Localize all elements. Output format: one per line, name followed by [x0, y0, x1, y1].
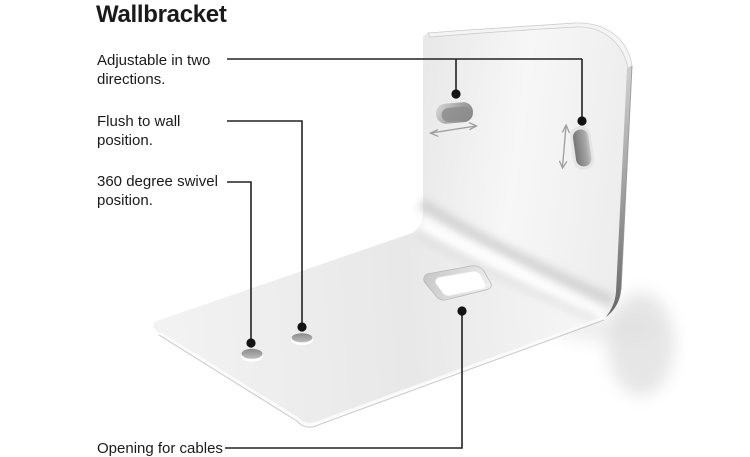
swivel-position-hole: [240, 348, 264, 362]
base-plate-edge-sheen: [159, 316, 604, 426]
back-plate-right-rim: [620, 65, 633, 291]
bracket-render: [153, 22, 674, 428]
callout-lines: [225, 58, 583, 449]
back-plate-right-edge: [606, 66, 632, 317]
callout-dot-cable-opening: [457, 306, 467, 316]
callout-dot-swivel-hole: [246, 338, 256, 348]
callout-dot-horizontal-slot: [451, 89, 461, 99]
label-adjustable-in-two-directions: Adjustable in two directions.: [97, 52, 211, 88]
callout-line-swivel: [227, 181, 252, 340]
vertical-adjust-arrow: [558, 123, 570, 170]
base-plate-underside-rim: [158, 319, 605, 428]
vertical-mounting-slot: [569, 126, 595, 170]
label-360-degree-swivel-position: 360 degree swivel position.: [97, 173, 218, 209]
fold-shade-upper: [417, 197, 615, 307]
horizontal-adjust-arrow: [428, 122, 478, 137]
callout-dot-vertical-slot: [577, 116, 587, 126]
callout-dots: [246, 89, 587, 348]
label-flush-to-wall-position: Flush to wall position.: [97, 113, 181, 149]
callout-dot-flush-hole: [297, 322, 307, 332]
cable-opening: [423, 265, 492, 301]
fold-highlight: [417, 216, 608, 323]
flush-position-hole: [291, 333, 313, 346]
callout-line-flush: [227, 120, 303, 324]
callout-line-cables: [225, 314, 463, 449]
fold-shade-lower: [415, 231, 600, 324]
page-title: Wallbracket: [96, 1, 227, 28]
bracket-shadow: [608, 292, 674, 396]
label-opening-for-cables: Opening for cables: [97, 440, 223, 457]
horizontal-mounting-slot: [435, 102, 474, 124]
back-plate: [423, 22, 632, 318]
